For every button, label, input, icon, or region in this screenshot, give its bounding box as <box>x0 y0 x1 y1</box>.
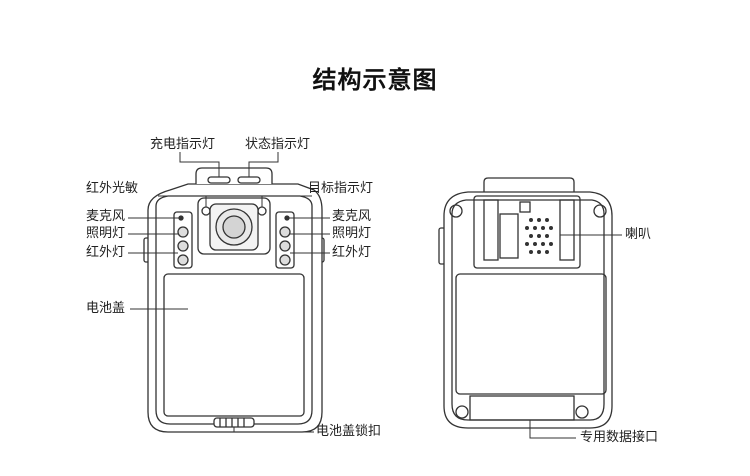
left-light-led <box>177 226 189 238</box>
speaker-hole <box>525 226 529 230</box>
clip-handle <box>483 177 575 192</box>
screw-top-right <box>593 204 607 218</box>
speaker-hole <box>529 234 533 238</box>
front-body-inner <box>155 195 313 425</box>
screw-top-left <box>449 204 463 218</box>
speaker-hole <box>545 250 549 254</box>
label-ir-left: 红外灯 <box>86 245 126 260</box>
speaker-hole <box>537 250 541 254</box>
speaker-hole <box>541 242 545 246</box>
camera-lens-inner <box>222 215 246 239</box>
leader-battery-lock <box>233 427 314 433</box>
clip-slot <box>499 213 519 259</box>
clip-rail-left <box>483 199 499 261</box>
back-leader-lines <box>529 234 622 439</box>
back-body-outline <box>443 191 613 429</box>
leader-target <box>261 195 312 207</box>
front-leader-lines <box>128 152 330 433</box>
label-ir-sensor: 红外光敏 <box>86 181 139 196</box>
leader-ir-sensor <box>158 195 207 207</box>
speaker-hole <box>525 242 529 246</box>
speaker-hole <box>541 226 545 230</box>
speaker-grille <box>525 218 553 254</box>
speaker-hole <box>549 242 553 246</box>
label-status-indicator: 状态指示灯 <box>245 137 311 152</box>
label-speaker: 喇叭 <box>625 227 652 242</box>
right-ir-led-1 <box>279 240 291 252</box>
speaker-hole <box>549 226 553 230</box>
right-led-column <box>275 211 295 269</box>
back-device <box>438 177 613 429</box>
front-device <box>143 167 325 433</box>
battery-cover-panel <box>163 273 305 417</box>
label-charge-indicator: 充电指示灯 <box>150 137 216 152</box>
right-ir-led-2 <box>279 254 291 266</box>
camera-plate <box>197 197 271 255</box>
speaker-hole <box>533 226 537 230</box>
speaker-hole <box>537 218 541 222</box>
speaker-hole <box>537 234 541 238</box>
leader-charge <box>179 152 220 177</box>
speaker-hole <box>533 242 537 246</box>
left-mic-hole <box>178 215 184 221</box>
speaker-hole <box>545 234 549 238</box>
label-light-right: 照明灯 <box>332 226 372 241</box>
clip-mount <box>473 195 581 269</box>
back-battery-panel <box>455 273 607 395</box>
label-battery-lock: 电池盖锁扣 <box>316 424 382 439</box>
label-light-left: 照明灯 <box>86 226 126 241</box>
clip-catch <box>519 201 531 213</box>
diagram-title: 结构示意图 <box>312 66 438 94</box>
speaker-hole <box>545 218 549 222</box>
left-ir-led-2 <box>177 254 189 266</box>
leader-status <box>248 152 279 177</box>
top-bump <box>195 167 273 184</box>
back-body-inner <box>451 199 605 421</box>
label-data-port: 专用数据接口 <box>580 430 659 445</box>
left-ir-led-1 <box>177 240 189 252</box>
label-target-indicator: 目标指示灯 <box>308 181 374 196</box>
right-mic-hole <box>284 215 290 221</box>
left-led-column <box>173 211 193 269</box>
data-port-recess <box>469 395 575 421</box>
label-battery-cover: 电池盖 <box>86 301 126 316</box>
label-mic-left: 麦克风 <box>86 209 126 224</box>
speaker-hole <box>529 250 533 254</box>
screw-bottom-right <box>575 405 589 419</box>
clip-rail-right <box>559 199 575 261</box>
label-ir-right: 红外灯 <box>332 245 372 260</box>
speaker-hole <box>529 218 533 222</box>
screw-bottom-left <box>455 405 469 419</box>
label-mic-right: 麦克风 <box>332 209 372 224</box>
leader-data-port <box>529 420 576 439</box>
right-light-led <box>279 226 291 238</box>
